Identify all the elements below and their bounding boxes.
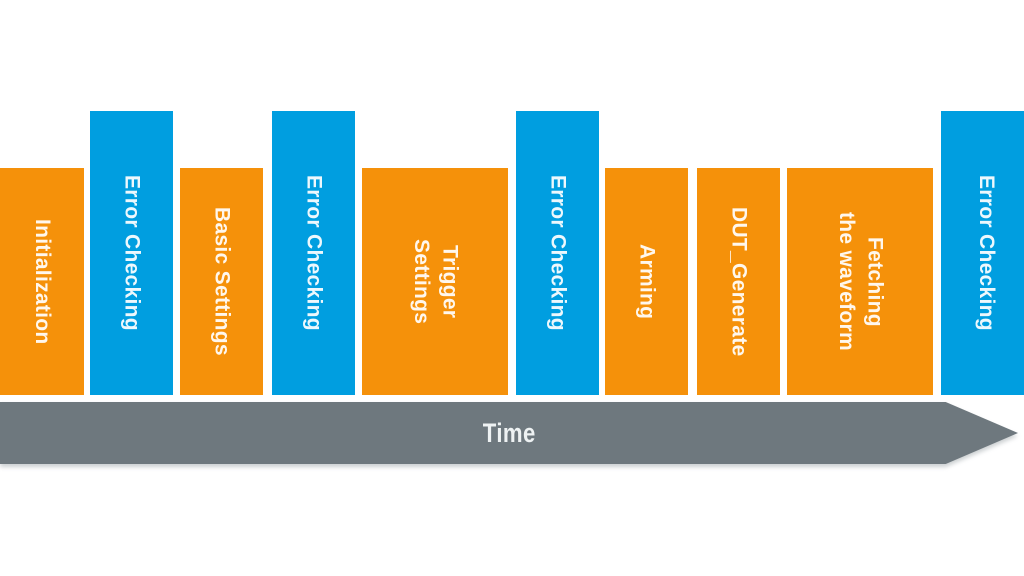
stage-bar-error-checking: Error Checking <box>516 111 599 395</box>
stage-bar-label: DUT_Generate <box>727 206 751 357</box>
stage-bar-label: Arming <box>635 243 659 320</box>
stage-bar-label: Trigger Settings <box>410 238 462 325</box>
stage-bar-error-checking: Error Checking <box>941 111 1024 395</box>
stage-bar-label: Basic Settings <box>210 207 234 356</box>
stage-bar-trigger-settings: Trigger Settings <box>362 168 508 395</box>
stage-bar-fetching-the-waveform: Fetching the waveform <box>787 168 933 395</box>
stage-bar-dut-generate: DUT_Generate <box>697 168 780 395</box>
stage-bar-label: Error Checking <box>120 175 144 331</box>
time-arrow-shape: Time <box>0 402 1018 464</box>
time-axis: Time <box>0 402 1018 464</box>
stage-bar-label: Error Checking <box>302 175 326 331</box>
time-axis-label: Time <box>482 417 536 448</box>
stage-bar-label: Error Checking <box>546 175 570 331</box>
stage-bar-arming: Arming <box>605 168 688 395</box>
stage-bar-basic-settings: Basic Settings <box>180 168 263 395</box>
stage-bar-error-checking: Error Checking <box>90 111 173 395</box>
stage-bar-label: Error Checking <box>975 175 999 331</box>
stage-bar-error-checking: Error Checking <box>272 111 355 395</box>
stage-bar-label: Initialization <box>31 218 55 345</box>
stage-bar-label: Fetching the waveform <box>835 212 887 351</box>
stage-bar-initialization: Initialization <box>0 168 84 395</box>
